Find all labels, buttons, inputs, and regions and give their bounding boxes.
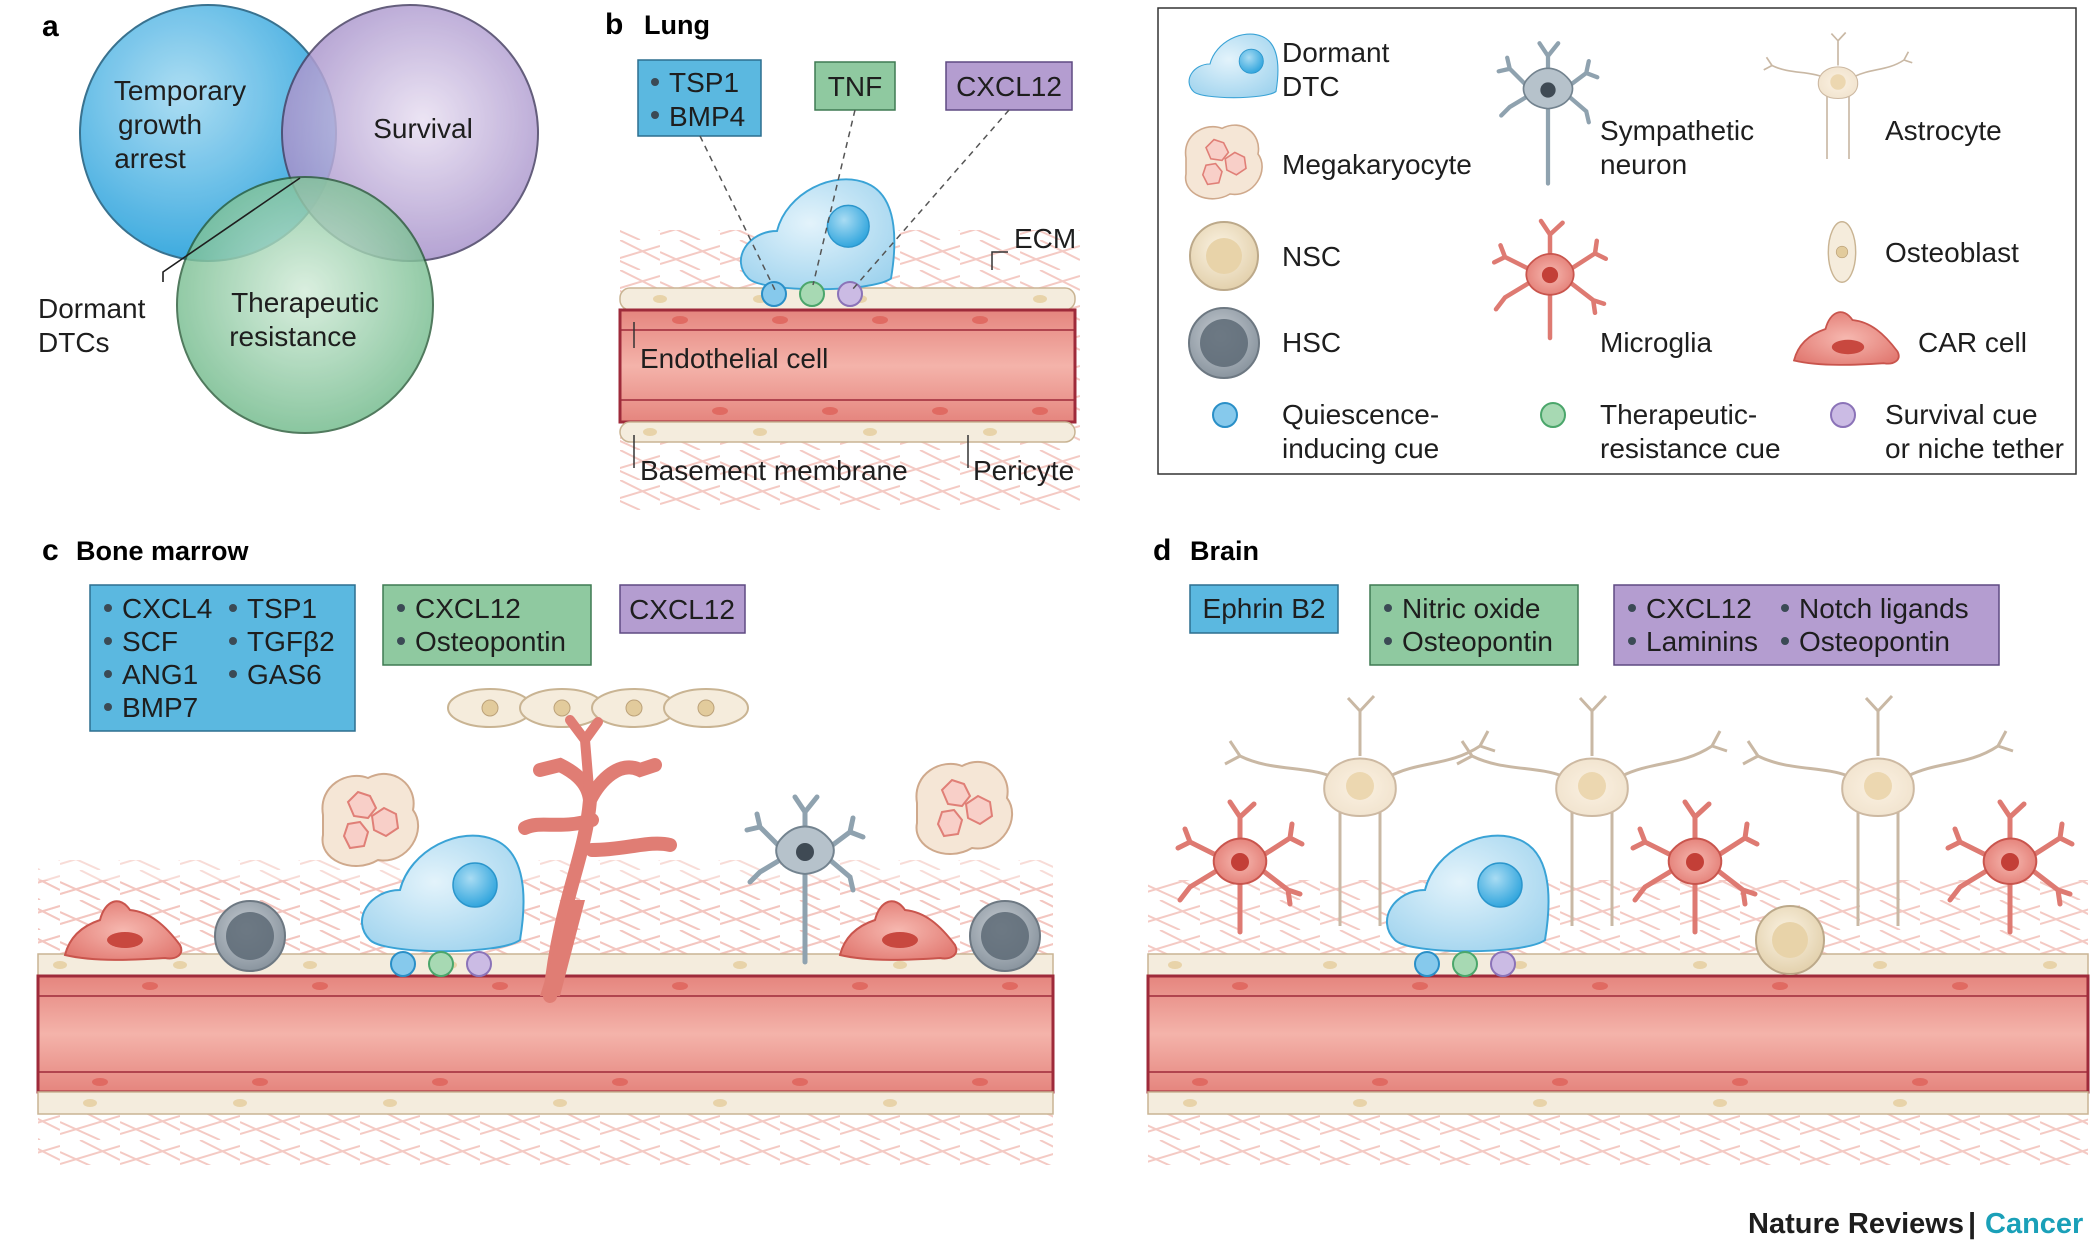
legend-quiescence-line1: Quiescence- bbox=[1282, 399, 1439, 430]
legend-hsc-icon bbox=[1188, 307, 1260, 379]
panel-d-letter: d bbox=[1153, 534, 1171, 567]
legend-astrocyte-label: Astrocyte bbox=[1885, 115, 2002, 146]
bone-purple-box bbox=[619, 584, 746, 634]
panel-d: d Brain Ephrin B2 Nitric oxide Osteopont… bbox=[1146, 534, 2090, 1165]
legend-frame bbox=[1157, 7, 2077, 475]
bone-cxcl4: CXCL4 bbox=[122, 593, 212, 624]
legend-dtc-line1: Dormant bbox=[1282, 37, 1390, 68]
lung-tsp1: TSP1 bbox=[669, 67, 739, 98]
legend-quiescence-line2: inducing cue bbox=[1282, 433, 1439, 464]
legend-dtc-line2: DTC bbox=[1282, 71, 1340, 102]
panel-c-letter: c bbox=[42, 534, 59, 567]
panel-b-title: Lung bbox=[644, 10, 710, 40]
resistance-line2: resistance bbox=[229, 321, 357, 352]
lung-tnf: TNF bbox=[828, 71, 882, 102]
legend-megakaryocyte-icon bbox=[1184, 124, 1263, 200]
dormant-dtcs-line1: Dormant bbox=[38, 293, 146, 324]
bone-ang1: ANG1 bbox=[122, 659, 198, 690]
bone-purple-cxcl12: CXCL12 bbox=[629, 594, 735, 625]
bone-bmp7: BMP7 bbox=[122, 692, 198, 723]
lung-endothelial-label: Endothelial cell bbox=[640, 343, 828, 374]
lung-basement-label: Basement membrane bbox=[640, 455, 908, 486]
legend-survival-line1: Survival cue bbox=[1885, 399, 2038, 430]
brain-cxcl12: CXCL12 bbox=[1646, 593, 1752, 624]
bone-green-osteopontin: Osteopontin bbox=[415, 626, 566, 657]
panel-b-letter: b bbox=[605, 8, 623, 41]
legend-resistance-line2: resistance cue bbox=[1600, 433, 1781, 464]
lung-bmp4: BMP4 bbox=[669, 101, 745, 132]
lung-vessel bbox=[618, 308, 1077, 424]
brain-vessel bbox=[1146, 974, 2090, 1094]
lung-blue-box bbox=[637, 59, 762, 137]
legend-resistance-line1: Therapeutic- bbox=[1600, 399, 1757, 430]
legend-car-label: CAR cell bbox=[1918, 327, 2027, 358]
legend-microglia-label: Microglia bbox=[1600, 327, 1712, 358]
brain-laminins: Laminins bbox=[1646, 626, 1758, 657]
brain-green-osteopontin: Osteopontin bbox=[1402, 626, 1553, 657]
bone-blue-box bbox=[89, 584, 356, 732]
bone-car-cell-process bbox=[518, 757, 677, 1003]
lung-dormant-dtc bbox=[739, 178, 896, 291]
growth-arrest-line1: Temporary bbox=[114, 75, 246, 106]
legend-quiescence-dot bbox=[1212, 402, 1238, 428]
footer-section: Cancer bbox=[1985, 1208, 2083, 1240]
panel-a: a Temporary growth arrest Survival Thera… bbox=[38, 4, 539, 434]
bone-megakaryocyte-left bbox=[321, 772, 420, 867]
brain-dormant-dtc bbox=[1385, 834, 1550, 953]
legend-osteoblast-label: Osteoblast bbox=[1885, 237, 2019, 268]
legend-megakaryocyte-label: Megakaryocyte bbox=[1282, 149, 1472, 180]
lung-pericyte-label: Pericyte bbox=[973, 455, 1074, 486]
panel-a-letter: a bbox=[42, 10, 59, 43]
lung-cxcl12: CXCL12 bbox=[956, 71, 1062, 102]
brain-green-box bbox=[1369, 584, 1579, 666]
brain-nsc bbox=[1755, 905, 1825, 975]
legend-neuron-line1: Sympathetic bbox=[1600, 115, 1754, 146]
legend-resistance-dot bbox=[1540, 402, 1566, 428]
legend-neuron-line2: neuron bbox=[1600, 149, 1687, 180]
bone-tgfb2: TGFβ2 bbox=[247, 626, 335, 657]
growth-arrest-line2: growth bbox=[118, 109, 202, 140]
survival-label: Survival bbox=[373, 113, 473, 144]
brain-cue-dots bbox=[1414, 951, 1516, 977]
lung-ecm-label: ECM bbox=[1014, 223, 1076, 254]
panel-b: b Lung TSP1 BMP4 TNF CXCL12 bbox=[605, 8, 1080, 510]
footer-separator: | bbox=[1968, 1208, 1976, 1240]
bone-gas6: GAS6 bbox=[247, 659, 322, 690]
brain-blue-box bbox=[1189, 584, 1339, 634]
lung-cue-dots bbox=[761, 281, 863, 307]
resistance-circle bbox=[176, 176, 434, 434]
legend-nsc-icon bbox=[1189, 221, 1259, 291]
panel-c: c Bone marrow CXCL4 SCF ANG1 BMP7 TSP1 T… bbox=[36, 534, 1055, 1165]
bone-megakaryocyte-right bbox=[915, 760, 1014, 855]
brain-purple-box bbox=[1613, 584, 2000, 666]
footer-journal: Nature Reviews bbox=[1748, 1208, 1964, 1240]
bone-cue-dots bbox=[390, 951, 492, 977]
brain-ephrin: Ephrin B2 bbox=[1203, 593, 1326, 624]
bone-green-box bbox=[382, 584, 592, 666]
bone-scf: SCF bbox=[122, 626, 178, 657]
resistance-line1: Therapeutic bbox=[231, 287, 379, 318]
bone-green-cxcl12: CXCL12 bbox=[415, 593, 521, 624]
legend: Dormant DTC Sympathetic neuron Astrocyte… bbox=[1157, 7, 2077, 475]
legend-survival-dot bbox=[1830, 402, 1856, 428]
legend-osteoblast-icon bbox=[1827, 221, 1857, 283]
legend-survival-line2: or niche tether bbox=[1885, 433, 2064, 464]
legend-hsc-label: HSC bbox=[1282, 327, 1341, 358]
dormant-pointer-line bbox=[162, 177, 301, 282]
legend-nsc-label: NSC bbox=[1282, 241, 1341, 272]
brain-purple-osteopontin: Osteopontin bbox=[1799, 626, 1950, 657]
footer: Nature Reviews | Cancer bbox=[1748, 1208, 2083, 1240]
brain-notch-ligands: Notch ligands bbox=[1799, 593, 1969, 624]
dormant-dtcs-line2: DTCs bbox=[38, 327, 110, 358]
panel-d-title: Brain bbox=[1190, 536, 1259, 566]
bone-tsp1: TSP1 bbox=[247, 593, 317, 624]
lung-green-box bbox=[814, 61, 896, 111]
bone-hsc-right bbox=[969, 900, 1041, 972]
brain-nitric-oxide: Nitric oxide bbox=[1402, 593, 1540, 624]
bone-hsc-left bbox=[214, 900, 286, 972]
panel-c-title: Bone marrow bbox=[76, 536, 250, 566]
growth-arrest-line3: arrest bbox=[114, 143, 186, 174]
